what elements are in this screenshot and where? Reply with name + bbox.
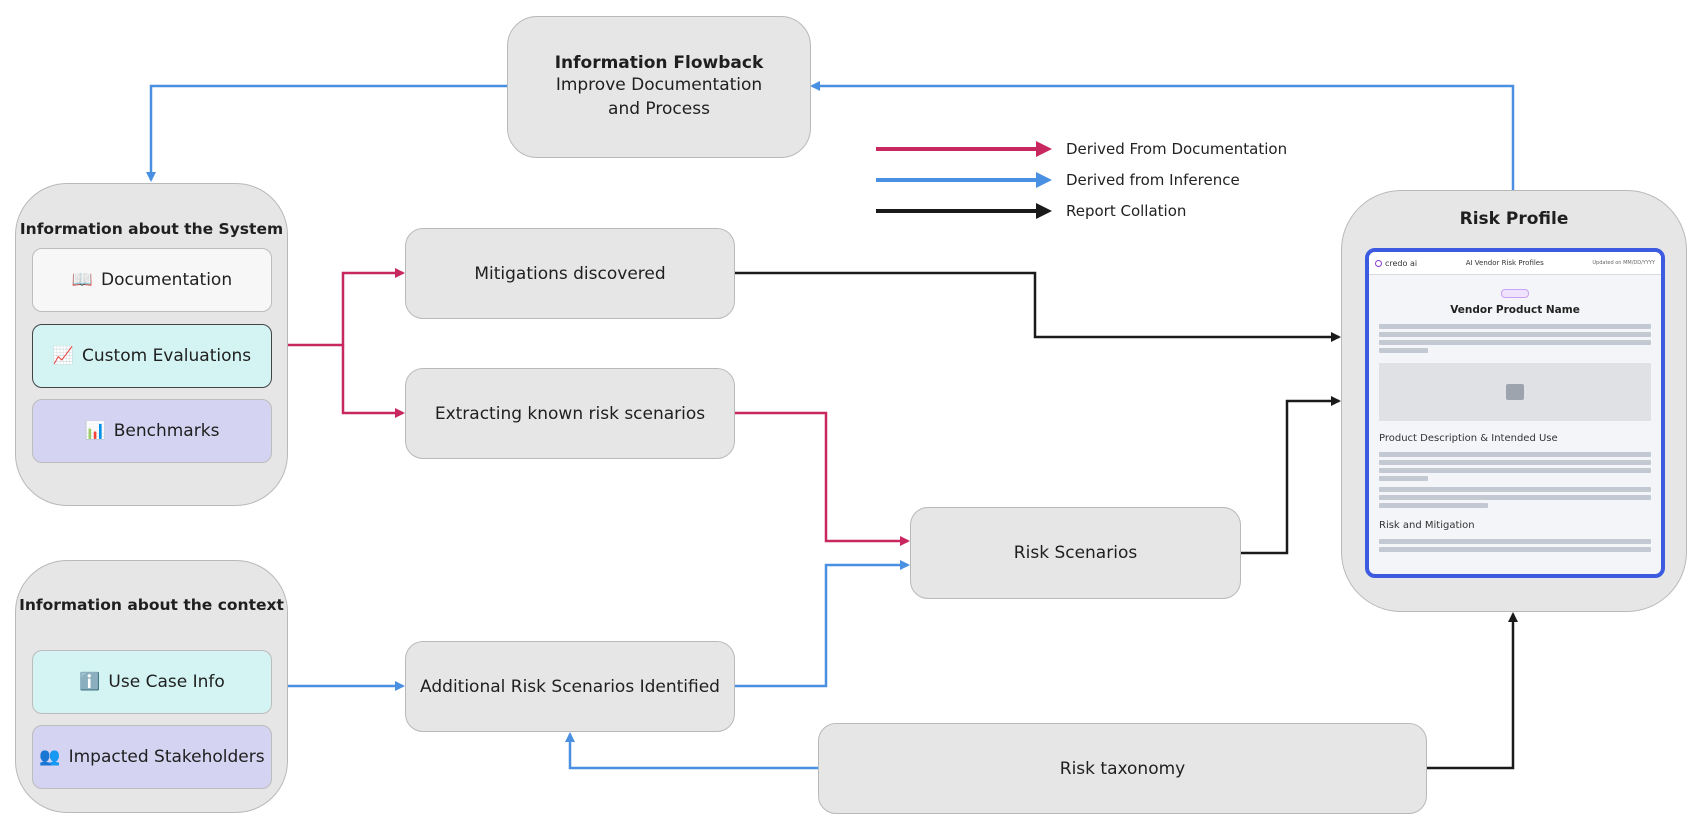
report-product-name: Vendor Product Name — [1450, 304, 1580, 316]
image-icon — [1506, 384, 1524, 400]
chip-label: Documentation — [101, 270, 233, 290]
chip-documentation: 📖 Documentation — [32, 248, 272, 312]
edge-flowback-to-system — [146, 84, 507, 182]
legend-item-collation: Report Collation — [874, 199, 1186, 223]
report-placeholder-text — [1379, 324, 1651, 353]
edge-system-to-mitigations — [288, 268, 405, 347]
edge-taxonomy-to-profile — [1427, 612, 1518, 770]
legend-arrow-pink — [876, 141, 1052, 157]
node-risk-taxonomy: Risk taxonomy — [818, 723, 1427, 814]
edge-extracting-to-scenarios — [735, 411, 910, 546]
system-group-title: Information about the System — [19, 220, 284, 238]
report-header-title: AI Vendor Risk Profiles — [1465, 259, 1544, 267]
context-info-group: Information about the context ℹ️ Use Cas… — [15, 560, 288, 813]
node-extracting-risk-scenarios: Extracting known risk scenarios — [405, 368, 735, 459]
legend-arrow-blue — [876, 172, 1052, 188]
system-info-group: Information about the System 📖 Documenta… — [15, 183, 288, 506]
report-logo-text: credo ai — [1385, 258, 1418, 268]
chip-benchmarks: 📊 Benchmarks — [32, 399, 272, 463]
edge-additional-to-scenarios — [735, 560, 910, 688]
report-image-placeholder — [1379, 363, 1651, 421]
logo-icon — [1375, 259, 1382, 267]
chip-label: Impacted Stakeholders — [68, 747, 265, 767]
edge-taxonomy-to-additional — [565, 732, 818, 770]
chip-use-case-info: ℹ️ Use Case Info — [32, 650, 272, 714]
edge-profile-to-flowback — [810, 81, 1515, 190]
info-icon: ℹ️ — [79, 671, 101, 692]
node-mitigations-discovered: Mitigations discovered — [405, 228, 735, 319]
legend-label-inference: Derived from Inference — [1066, 171, 1240, 189]
report-placeholder-text — [1379, 487, 1651, 508]
report-logo: credo ai — [1375, 259, 1417, 268]
people-icon: 👥 — [39, 746, 61, 767]
node-additional-risk-scenarios: Additional Risk Scenarios Identified — [405, 641, 735, 732]
report-updated: Updated on MM/DD/YYYY — [1592, 260, 1655, 266]
chip-label: Benchmarks — [113, 421, 220, 441]
risk-profile-report-preview: credo ai AI Vendor Risk Profiles Updated… — [1365, 248, 1665, 578]
legend-item-documentation: Derived From Documentation — [874, 137, 1287, 161]
report-placeholder-text — [1379, 452, 1651, 481]
bar-chart-icon: 📊 — [84, 420, 106, 441]
report-section-description: Product Description & Intended Use — [1379, 433, 1558, 444]
chip-label: Custom Evaluations — [82, 346, 252, 366]
context-group-title: Information about the context — [19, 596, 284, 614]
edge-scenarios-to-profile — [1241, 396, 1341, 555]
legend-item-inference: Derived from Inference — [874, 168, 1240, 192]
legend-label-documentation: Derived From Documentation — [1066, 140, 1288, 158]
chart-up-icon: 📈 — [52, 345, 75, 366]
flowback-title: Information Flowback — [554, 53, 764, 73]
flowback-subtitle: Improve Documentation and Process — [555, 75, 763, 119]
legend-arrow-black — [876, 203, 1052, 219]
legend-label-collation: Report Collation — [1066, 202, 1187, 220]
node-risk-scenarios: Risk Scenarios — [910, 507, 1241, 599]
book-icon: 📖 — [71, 269, 94, 290]
report-tag-badge — [1501, 289, 1529, 298]
chip-label: Use Case Info — [108, 672, 225, 692]
report-section-risk: Risk and Mitigation — [1379, 520, 1475, 531]
flowback-node: Information Flowback Improve Documentati… — [507, 16, 811, 158]
chip-custom-evaluations: 📈 Custom Evaluations — [32, 324, 272, 388]
risk-profile-title: Risk Profile — [1459, 209, 1569, 229]
report-header: credo ai AI Vendor Risk Profiles Updated… — [1369, 252, 1661, 275]
edge-system-to-extracting — [341, 345, 405, 418]
chip-impacted-stakeholders: 👥 Impacted Stakeholders — [32, 725, 272, 789]
report-placeholder-text — [1379, 539, 1651, 552]
edge-mitigations-to-profile — [735, 271, 1341, 342]
